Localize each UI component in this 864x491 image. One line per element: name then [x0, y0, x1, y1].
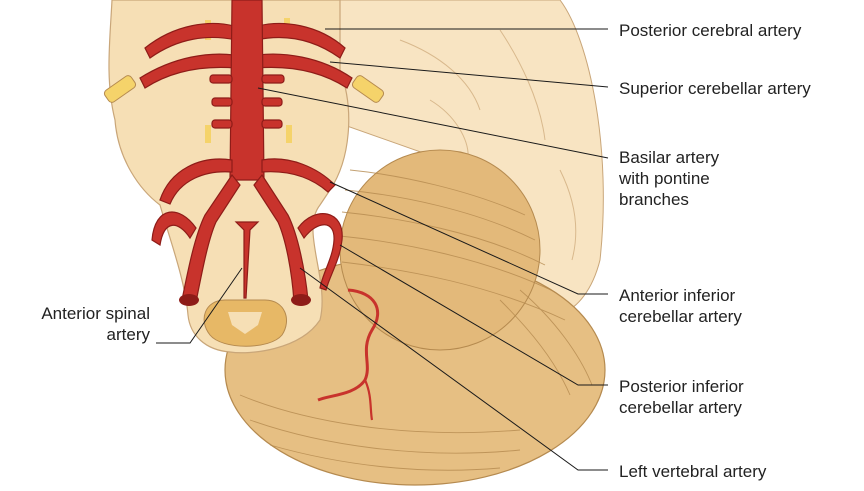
pontine-branch: [262, 98, 282, 106]
cerebellum-lobe: [340, 150, 540, 350]
pontine-branch: [262, 75, 284, 83]
label-pica-line-2: cerebellar artery: [619, 397, 744, 418]
label-basilar-line-1: Basilar artery: [619, 147, 719, 168]
label-asa-line-2: artery: [8, 324, 150, 345]
label-basilar-line-2: with pontine: [619, 168, 719, 189]
label-aica-line-2: cerebellar artery: [619, 306, 742, 327]
label-anterior-spinal-artery: Anterior spinal artery: [8, 303, 150, 345]
label-posterior-inferior-cerebellar-artery: Posterior inferior cerebellar artery: [619, 376, 744, 418]
label-asa-line-1: Anterior spinal: [8, 303, 150, 324]
label-pica-line-1: Posterior inferior: [619, 376, 744, 397]
label-superior-cerebellar-artery: Superior cerebellar artery: [619, 78, 811, 99]
label-posterior-cerebral-artery: Posterior cerebral artery: [619, 20, 801, 41]
label-aica-line-1: Anterior inferior: [619, 285, 742, 306]
pontine-branch: [210, 75, 232, 83]
cranial-nerve: [205, 125, 211, 143]
pontine-branch: [262, 120, 282, 128]
cranial-nerve: [286, 125, 292, 143]
vertebral-artery-cut-end: [291, 294, 311, 306]
label-basilar-line-3: branches: [619, 189, 719, 210]
label-left-vertebral-artery: Left vertebral artery: [619, 461, 766, 482]
pontine-branch: [212, 120, 232, 128]
label-anterior-inferior-cerebellar-artery: Anterior inferior cerebellar artery: [619, 285, 742, 327]
pontine-branch: [212, 98, 232, 106]
label-basilar-artery: Basilar artery with pontine branches: [619, 147, 719, 210]
basilar-artery: [230, 0, 264, 180]
vertebral-artery-cut-end: [179, 294, 199, 306]
